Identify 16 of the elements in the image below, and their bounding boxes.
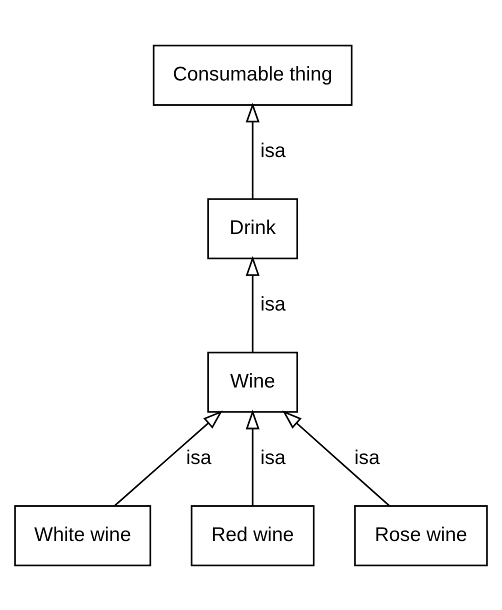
edge-label: isa bbox=[354, 446, 380, 469]
edge-label: isa bbox=[260, 446, 286, 469]
node-box: Consumable thing bbox=[152, 44, 352, 106]
node-box: Rose wine bbox=[354, 504, 488, 566]
arrow bbox=[282, 410, 390, 506]
arrow bbox=[246, 409, 260, 506]
edge-label: isa bbox=[260, 293, 286, 316]
edge-label: isa bbox=[186, 446, 212, 469]
arrow bbox=[114, 410, 223, 506]
edge-label: isa bbox=[260, 140, 286, 162]
arrow bbox=[246, 102, 260, 198]
node-box: White wine bbox=[14, 504, 152, 566]
node-box: Wine bbox=[207, 351, 298, 412]
arrow bbox=[246, 256, 260, 352]
node-box: Red wine bbox=[190, 504, 315, 566]
node-box: Drink bbox=[207, 198, 298, 259]
